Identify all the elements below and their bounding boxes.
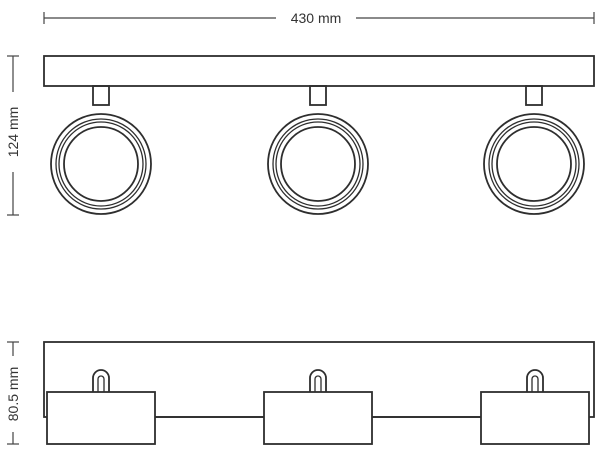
spotlight-lens [496,126,572,202]
spotlight-head [46,391,156,445]
spotlight-outer-ring [50,113,152,215]
spotlight-head [263,391,373,445]
spotlight-swivel [92,369,110,392]
spotlight-lens [280,126,356,202]
front-view-bar [43,55,595,87]
spotlight-ring [491,121,577,207]
side-spotlight-2 [263,369,373,445]
spotlight-ring [275,121,361,207]
spotlight-ring [55,118,147,210]
spotlight-head [480,391,590,445]
front-spotlight-1 [50,85,152,215]
spotlight-outer-ring [483,113,585,215]
spotlight-outer-ring [267,113,369,215]
spotlight-swivel [309,369,327,392]
side-spotlight-1 [46,369,156,445]
spotlight-swivel-pin [97,375,105,392]
spotlight-stem [92,85,110,106]
front-view [43,55,595,215]
spotlight-stem [525,85,543,106]
spotlight-ring [272,118,364,210]
front-view-spotlights [50,85,585,215]
front-spotlight-3 [483,85,585,215]
spotlight-lens [63,126,139,202]
spotlight-ring [488,118,580,210]
width-dimension: 430 mm [43,10,595,26]
side-height-dimension: 80.5 mm [5,341,21,445]
side-spotlight-3 [480,369,590,445]
width-label: 430 mm [291,10,342,26]
side-height-label: 80.5 mm [5,367,21,421]
spotlight-swivel [526,369,544,392]
spotlight-ring [58,121,144,207]
front-height-label: 124 mm [5,107,21,158]
front-spotlight-2 [267,85,369,215]
spotlight-stem [309,85,327,106]
spotlight-swivel-pin [314,375,322,392]
side-view [43,341,595,445]
front-height-dimension: 124 mm [5,55,21,216]
spotlight-swivel-pin [531,375,539,392]
side-view-spotlights [46,369,590,445]
